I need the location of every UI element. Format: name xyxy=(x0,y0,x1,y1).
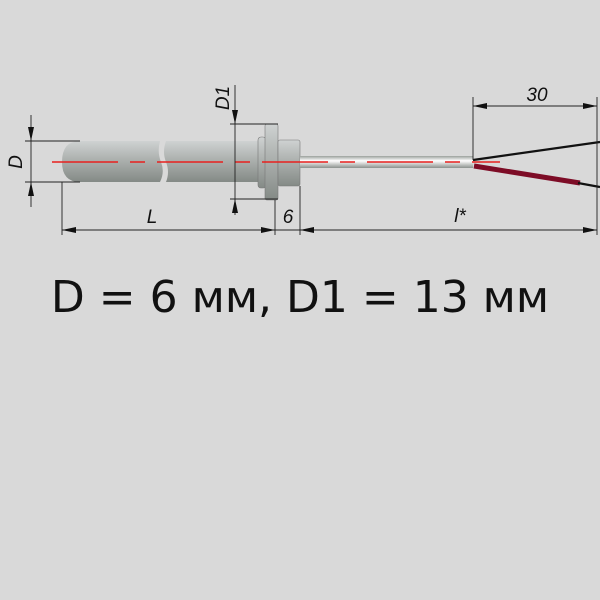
wires xyxy=(472,140,600,189)
arrowheads xyxy=(28,103,597,233)
red-wire xyxy=(473,163,581,186)
label-6: 6 xyxy=(283,207,294,228)
label-d: D xyxy=(6,155,27,169)
black-wire-end xyxy=(577,181,600,189)
label-d1: D1 xyxy=(213,86,234,110)
label-l: L xyxy=(147,207,158,228)
dimension-lines xyxy=(25,85,598,235)
dimensions-caption: D = 6 мм, D1 = 13 мм xyxy=(50,272,550,323)
black-wire xyxy=(472,140,600,162)
label-l-star: l* xyxy=(454,206,466,227)
label-30: 30 xyxy=(526,85,548,106)
